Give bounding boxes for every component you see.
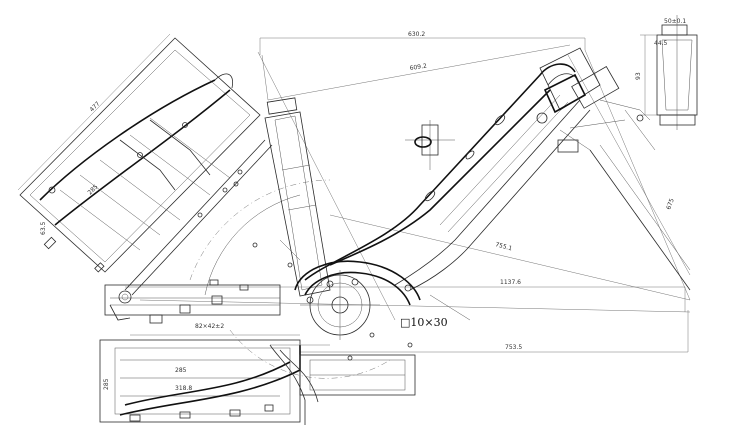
right-diagonal-line	[584, 49, 691, 301]
right-93-label: 93	[635, 72, 642, 80]
head-angle-line	[567, 54, 691, 276]
head-tube-detail: 50±0.1 44.5 93	[635, 15, 698, 130]
rack-spacing-label: 82×42±2	[195, 323, 224, 330]
left-annotations: 63.5 285	[40, 221, 110, 390]
wheel-arc-upper	[189, 179, 331, 281]
misc-marks	[209, 181, 471, 361]
chainstay: 82×42±2	[104, 284, 330, 346]
bottom-view: 285 318.8	[99, 339, 416, 425]
head-tube	[536, 47, 656, 153]
wheel-arc-inner	[204, 194, 301, 296]
rear-stay-line	[124, 139, 273, 296]
bottom-285-label: 285	[175, 367, 187, 374]
left-6355-label: 63.5	[40, 221, 47, 235]
top-length-dimension: 630.2	[259, 31, 586, 55]
diagonal-right-label: 755.1	[494, 241, 513, 252]
fork-line	[589, 149, 691, 291]
lower-horizontal-dimension: 753.5	[300, 310, 689, 353]
lower-horizontal-label: 753.5	[505, 344, 522, 351]
bb-square-label: □10×30	[400, 316, 448, 329]
long-horizontal-label: 1137.6	[500, 279, 521, 286]
bottom-bracket: □10×30	[294, 260, 448, 340]
right-angle-label: 50±0.1	[664, 18, 686, 25]
diagonal-dimension-line	[329, 214, 691, 301]
svg-text:285: 285	[103, 378, 110, 390]
bottom-318-label: 318.8	[175, 385, 192, 392]
height-675-label: 675	[665, 197, 676, 210]
section-detail	[405, 120, 455, 170]
seat-tube	[264, 97, 331, 297]
rear-rack-view: 477 285	[17, 33, 261, 273]
top-length-label: 630.2	[408, 31, 425, 38]
rear-inner-label: 285	[86, 183, 99, 196]
fork-line-inner	[599, 144, 691, 271]
chainstay-reference-line	[139, 299, 691, 313]
down-tube	[304, 63, 591, 291]
right-44-label: 44.5	[654, 40, 668, 47]
top-inner-dimension: 609.2	[261, 44, 571, 101]
rear-length-label: 477	[88, 100, 101, 113]
top-inner-label: 609.2	[409, 63, 427, 72]
